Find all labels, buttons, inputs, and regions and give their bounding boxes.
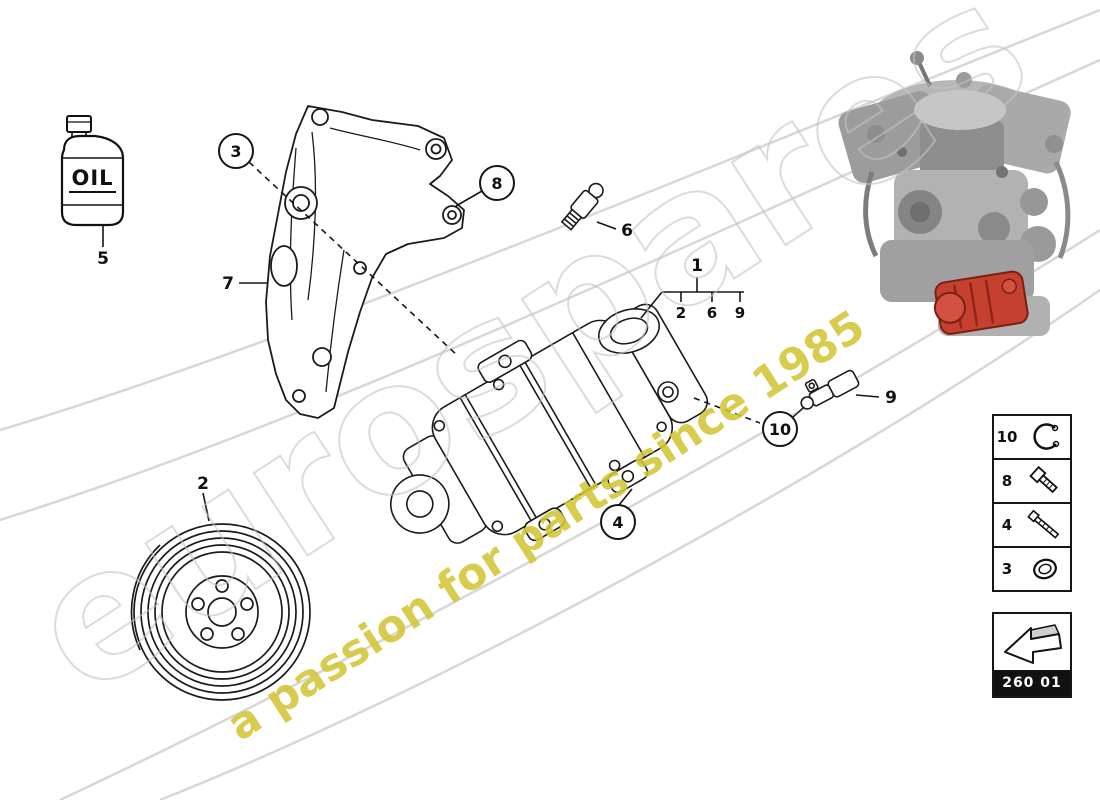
watermark-brand: eurospares	[0, 0, 1064, 737]
section-code: 260 01	[994, 670, 1070, 696]
screw-icon	[1020, 507, 1070, 543]
legend-number: 10	[996, 428, 1018, 446]
bolt-icon	[1020, 463, 1070, 499]
callout-1: 1	[691, 256, 703, 276]
oil-label-text: OIL	[69, 166, 116, 193]
section-code-box: 260 01	[992, 612, 1072, 698]
callout-1-sub-9: 9	[734, 304, 746, 322]
leader-lines	[102, 161, 880, 522]
callout-3-circle: 3	[218, 133, 254, 169]
callout-6: 6	[621, 221, 633, 241]
legend-number: 4	[1001, 516, 1013, 534]
legend-row-8: 8	[992, 458, 1072, 504]
callout-8-circle: 8	[479, 165, 515, 201]
callout-5: 5	[97, 249, 109, 269]
oil-bottle-icon	[60, 115, 125, 227]
callout-2: 2	[197, 474, 209, 494]
oil-label: OIL	[62, 166, 123, 193]
legend-row-3: 3	[992, 546, 1072, 592]
callout-1-sub-6: 6	[706, 304, 718, 322]
seal-ring-icon	[1020, 552, 1070, 586]
callout-4-circle: 4	[600, 504, 636, 540]
callout-9: 9	[885, 388, 897, 408]
compressor-drawing	[390, 303, 709, 544]
engine-photo	[838, 51, 1071, 336]
circlip-icon	[1020, 420, 1070, 454]
callout-7: 7	[222, 274, 234, 294]
pulley-drawing	[130, 523, 311, 701]
valve-drawing	[560, 182, 604, 231]
legend-row-10: 10	[992, 414, 1072, 460]
sensor-drawing	[800, 369, 860, 410]
highlighted-compressor	[933, 270, 1029, 335]
legend-row-4: 4	[992, 502, 1072, 548]
callout-10-circle: 10	[762, 411, 798, 447]
bracket-drawing	[265, 105, 465, 419]
fastener-legend: 10 8	[992, 414, 1072, 592]
legend-number: 8	[1001, 472, 1013, 490]
direction-arrow-icon	[994, 614, 1070, 670]
callout-1-sub-2: 2	[675, 304, 687, 322]
legend-number: 3	[1001, 560, 1013, 578]
